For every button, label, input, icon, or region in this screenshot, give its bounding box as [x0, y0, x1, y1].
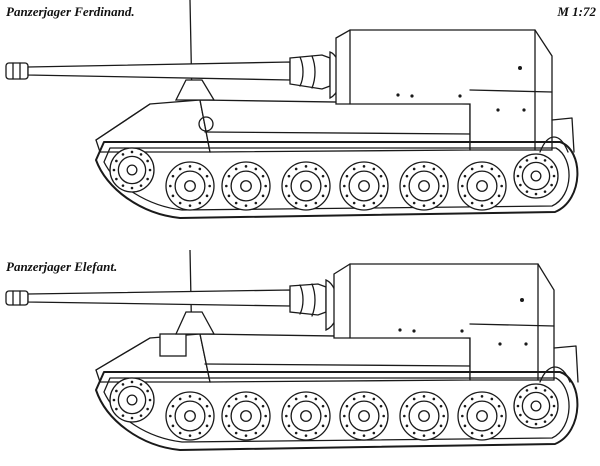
gun — [5, 51, 342, 100]
sprocket-wheel — [109, 147, 155, 193]
caption-elefant: Panzerjager Elefant. — [6, 259, 118, 274]
road-wheel-1 — [165, 391, 215, 441]
travel-lock — [174, 311, 216, 335]
road-wheel-4 — [339, 391, 389, 441]
road-wheel-4 — [339, 161, 389, 211]
road-wheel-2 — [221, 161, 271, 211]
road-wheel-6 — [457, 161, 507, 211]
road-wheel-1 — [165, 161, 215, 211]
idler-wheel — [513, 383, 559, 429]
road-wheels — [109, 377, 559, 441]
travel-lock — [174, 79, 216, 101]
sprocket-wheel — [109, 377, 155, 423]
road-wheel-2 — [221, 391, 271, 441]
elefant-side-view — [5, 250, 579, 451]
caption-ferdinand: Panzerjager Ferdinand. — [6, 4, 135, 19]
road-wheel-5 — [399, 161, 449, 211]
ferdinand-side-view — [5, 0, 579, 219]
gun — [5, 279, 339, 332]
casemate — [335, 29, 575, 153]
road-wheels — [109, 147, 559, 211]
road-wheel-5 — [399, 391, 449, 441]
idler-wheel — [513, 153, 559, 199]
road-wheel-3 — [281, 391, 331, 441]
scale-label: M 1:72 — [557, 4, 596, 19]
hull — [95, 99, 471, 153]
road-wheel-6 — [457, 391, 507, 441]
hull — [95, 333, 471, 383]
road-wheel-3 — [281, 161, 331, 211]
